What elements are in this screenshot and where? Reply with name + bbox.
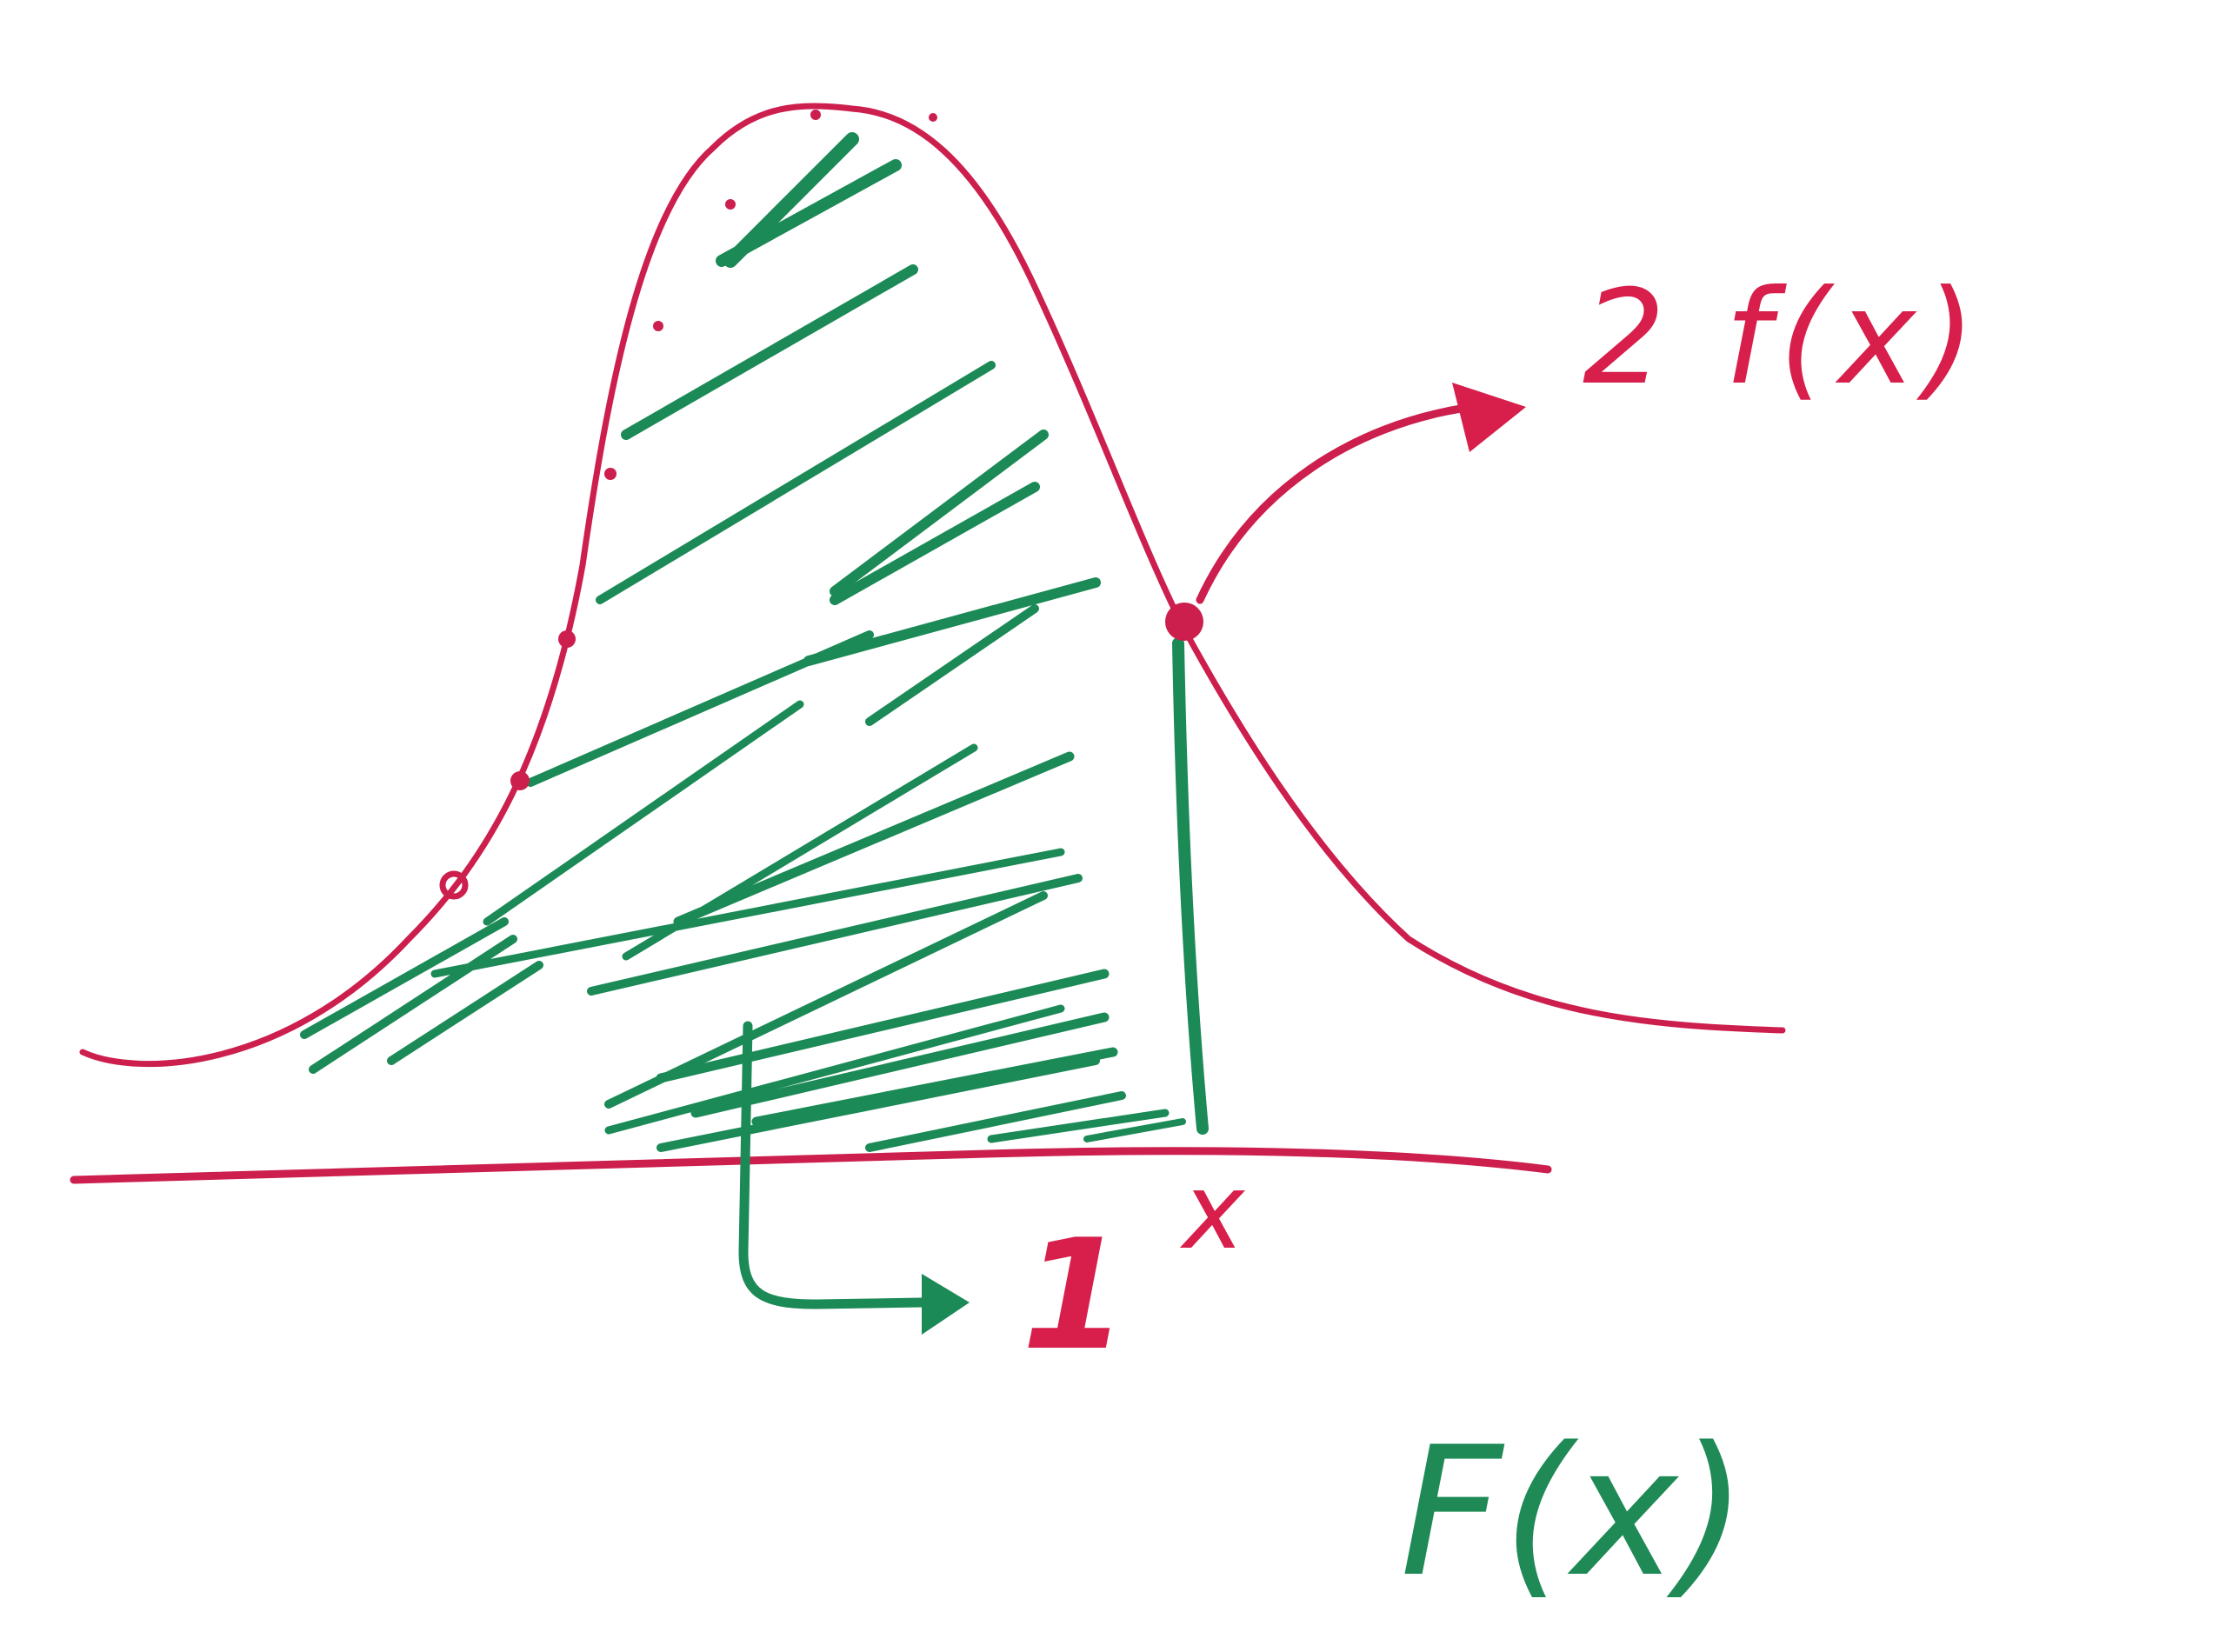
hatch-stroke: [830, 482, 1040, 605]
curve-dot: [929, 113, 937, 122]
hatch-stroke: [803, 577, 1101, 666]
cdf-label: F(x): [1400, 1409, 1747, 1616]
hatch-stroke: [690, 1012, 1110, 1118]
density-arrow: [1196, 404, 1465, 604]
hatch-stroke: [656, 1056, 1100, 1152]
hatch-stroke: [865, 604, 1039, 726]
curve-dot: [510, 771, 530, 790]
x-axis-label: x: [1179, 1152, 1246, 1273]
intersection-point: [1165, 603, 1203, 641]
area-arrow: [738, 1021, 927, 1309]
area-label: 1: [1022, 1208, 1128, 1384]
curve-dot: [604, 468, 616, 480]
density-curve: [79, 103, 1786, 1068]
hatch-stroke: [751, 1047, 1118, 1127]
hatch-stroke: [1083, 1118, 1186, 1142]
area-arrow-head: [922, 1274, 970, 1335]
hatch-stroke: [656, 969, 1110, 1083]
hatch-stroke: [430, 848, 1065, 978]
hatch-stroke: [865, 1091, 1126, 1152]
hatch-stroke: [483, 700, 804, 926]
x-axis-line: [70, 1147, 1552, 1184]
hatch-stroke: [309, 935, 517, 1074]
hatch-stroke: [830, 430, 1049, 596]
hatch-stroke: [673, 751, 1075, 927]
hatch-stroke: [716, 159, 902, 267]
curve-dot: [558, 630, 576, 648]
hatch-stroke: [587, 874, 1083, 996]
density-label: 2 f(x): [1583, 263, 1984, 414]
density-arrow-head: [1452, 383, 1526, 452]
hatch-stroke: [987, 1109, 1170, 1143]
curve-dot: [653, 321, 663, 331]
curve-dot: [439, 870, 469, 900]
hatch-stroke: [596, 361, 996, 604]
curve-dot: [725, 199, 736, 210]
hatch-stroke: [300, 917, 509, 1039]
shaded-area-hatching: [300, 132, 1186, 1152]
hatch-stroke: [387, 961, 543, 1065]
hatch-stroke: [604, 1004, 1065, 1135]
curve-dot: [810, 110, 821, 120]
hatch-stroke: [621, 264, 918, 440]
x-cutoff-line: [1172, 637, 1209, 1135]
